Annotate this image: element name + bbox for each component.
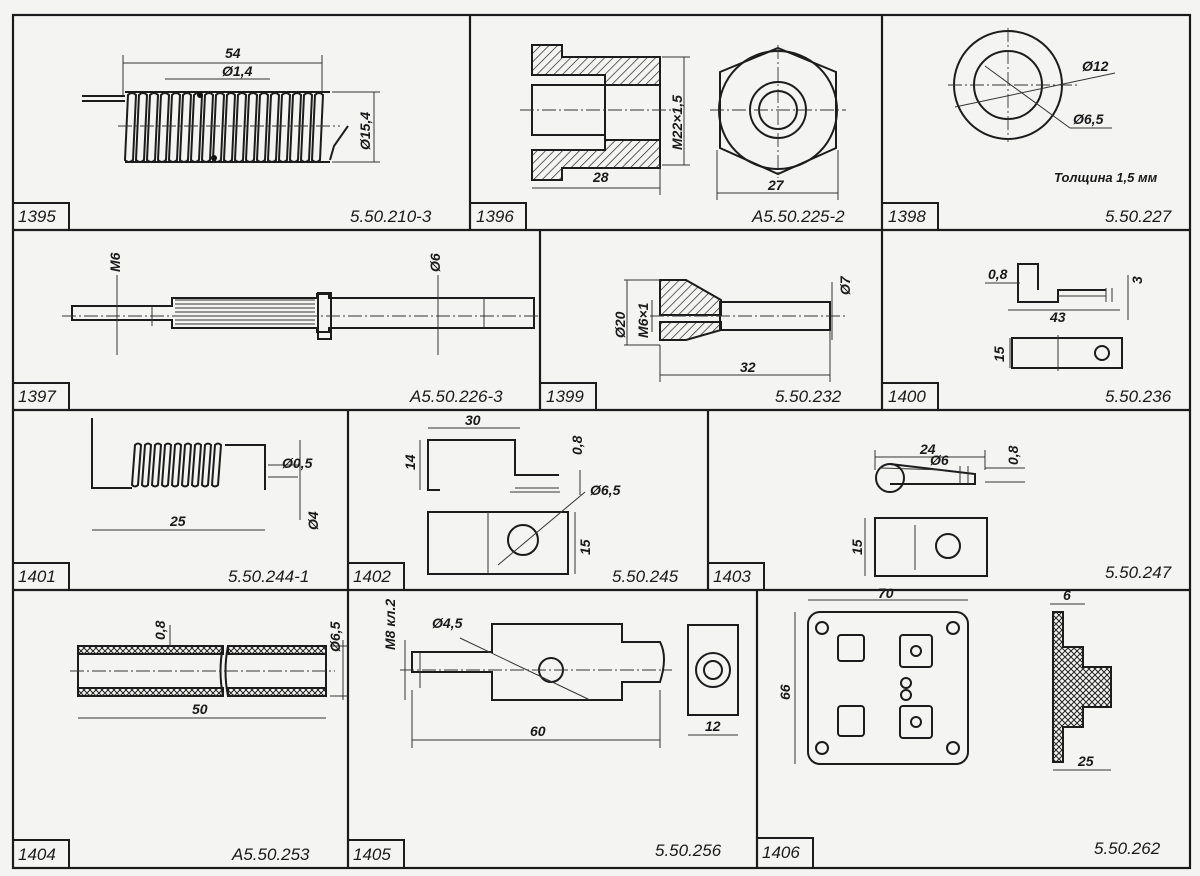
dim-thread: М6×1 [635, 302, 651, 338]
part-code: 5.50.245 [612, 567, 679, 586]
part-1396: М22×1,5 28 27 1396 А5.50.225-2 [469, 44, 846, 231]
part-number: 1401 [18, 567, 56, 586]
dim-wire-diameter: Ø0,5 [282, 455, 313, 471]
dim-outer-diameter: Ø15,4 [357, 112, 373, 150]
dim-depth: 25 [1077, 753, 1094, 769]
dim-length: 30 [465, 412, 481, 428]
part-number: 1403 [713, 567, 751, 586]
dim-across-flats: 27 [767, 177, 785, 193]
part-1401: Ø0,5 25 Ø4 1401 5.50.244-1 [12, 418, 321, 591]
dim-length: 50 [192, 701, 208, 717]
dim-length: 24 [919, 441, 936, 457]
dim-length: 28 [592, 169, 609, 185]
part-number: 1400 [888, 387, 926, 406]
part-1404: 0,8 Ø6,5 50 1404 А5.50.253 [12, 620, 348, 869]
sheet-grid [11, 13, 1192, 870]
dim-width: 15 [991, 346, 1007, 362]
thickness-note: Толщина 1,5 мм [1054, 170, 1158, 185]
dim-wire-diameter: Ø1,4 [222, 63, 253, 79]
dim-height: 66 [777, 684, 793, 700]
dim-height: 3 [1129, 276, 1145, 284]
part-code: А5.50.226-3 [409, 387, 503, 406]
part-code: 5.50.244-1 [228, 567, 309, 586]
dim-height: 14 [402, 454, 418, 470]
dim-thickness: 6 [1063, 587, 1071, 603]
dim-width: 15 [577, 539, 593, 555]
dim-hole-diameter: Ø6,5 [590, 482, 621, 498]
part-code: А5.50.253 [231, 845, 310, 864]
part-1402: 30 0,8 14 Ø6,5 15 1402 5.50.245 [347, 412, 679, 591]
part-number: 1397 [18, 387, 56, 406]
part-number: 1402 [353, 567, 391, 586]
part-1405: М8 кл.2 Ø4,5 60 12 1405 5.50.256 [347, 599, 739, 869]
dim-length: 60 [530, 723, 546, 739]
part-number: 1405 [353, 845, 391, 864]
dim-diameter: Ø6,5 [327, 621, 343, 652]
part-code: 5.50.210-3 [350, 207, 432, 226]
part-number: 1395 [18, 207, 56, 226]
part-code: 5.50.227 [1105, 207, 1172, 226]
dim-thickness: 0,8 [988, 266, 1008, 282]
dim-width: 70 [878, 585, 894, 601]
part-1398: Ø12 Ø6,5 Толщина 1,5 мм 1398 5.50.227 [881, 28, 1172, 231]
dim-thickness: 0,8 [569, 435, 585, 455]
part-1403: 24 Ø6 0,8 15 1403 5.50.247 [707, 441, 1172, 591]
dim-diameter: Ø6 [427, 253, 443, 272]
part-1400: 0,8 3 43 15 1400 5.50.236 [881, 263, 1172, 411]
dim-outer-diameter: Ø4 [305, 511, 321, 530]
part-code: 5.50.232 [775, 387, 842, 406]
dim-wall: 0,8 [152, 620, 168, 640]
part-number: 1396 [476, 207, 514, 226]
dim-width: 12 [705, 718, 721, 734]
part-code: 5.50.262 [1094, 839, 1161, 858]
dim-outer-diameter: Ø20 [612, 311, 628, 338]
part-number: 1406 [762, 843, 800, 862]
dim-length: 25 [169, 513, 186, 529]
dim-length: 43 [1049, 309, 1066, 325]
part-1399: Ø20 М6×1 Ø7 32 1399 5.50.232 [539, 275, 853, 411]
part-1397: М6 Ø6 1397 А5.50.226-3 [12, 252, 540, 411]
dim-loop-diameter: Ø6 [930, 452, 949, 468]
dim-length: 32 [740, 359, 756, 375]
dim-width: 15 [849, 539, 865, 555]
part-number: 1398 [888, 207, 926, 226]
dim-tube-diameter: Ø7 [837, 275, 853, 295]
part-1406: 70 6 66 25 1406 5.50.262 [756, 585, 1161, 869]
spring-drawing [82, 91, 349, 163]
dim-outer-diameter: Ø12 [1082, 58, 1109, 74]
part-code: А5.50.225-2 [751, 207, 845, 226]
part-code: 5.50.256 [655, 841, 722, 860]
part-code: 5.50.247 [1105, 563, 1172, 582]
part-code: 5.50.236 [1105, 387, 1172, 406]
dim-hole-diameter: Ø4,5 [432, 615, 463, 631]
dim-inner-diameter: Ø6,5 [1073, 111, 1104, 127]
part-number: 1404 [18, 845, 56, 864]
dim-length: 54 [225, 45, 241, 61]
part-number: 1399 [546, 387, 584, 406]
dim-thread: М6 [107, 252, 123, 272]
dim-thread: М8 кл.2 [382, 599, 398, 650]
dim-thread: М22×1,5 [669, 95, 685, 150]
part-1395: 54 Ø1,4 Ø15,4 1395 5.50.210-3 [12, 45, 432, 231]
dim-thickness: 0,8 [1005, 445, 1021, 465]
